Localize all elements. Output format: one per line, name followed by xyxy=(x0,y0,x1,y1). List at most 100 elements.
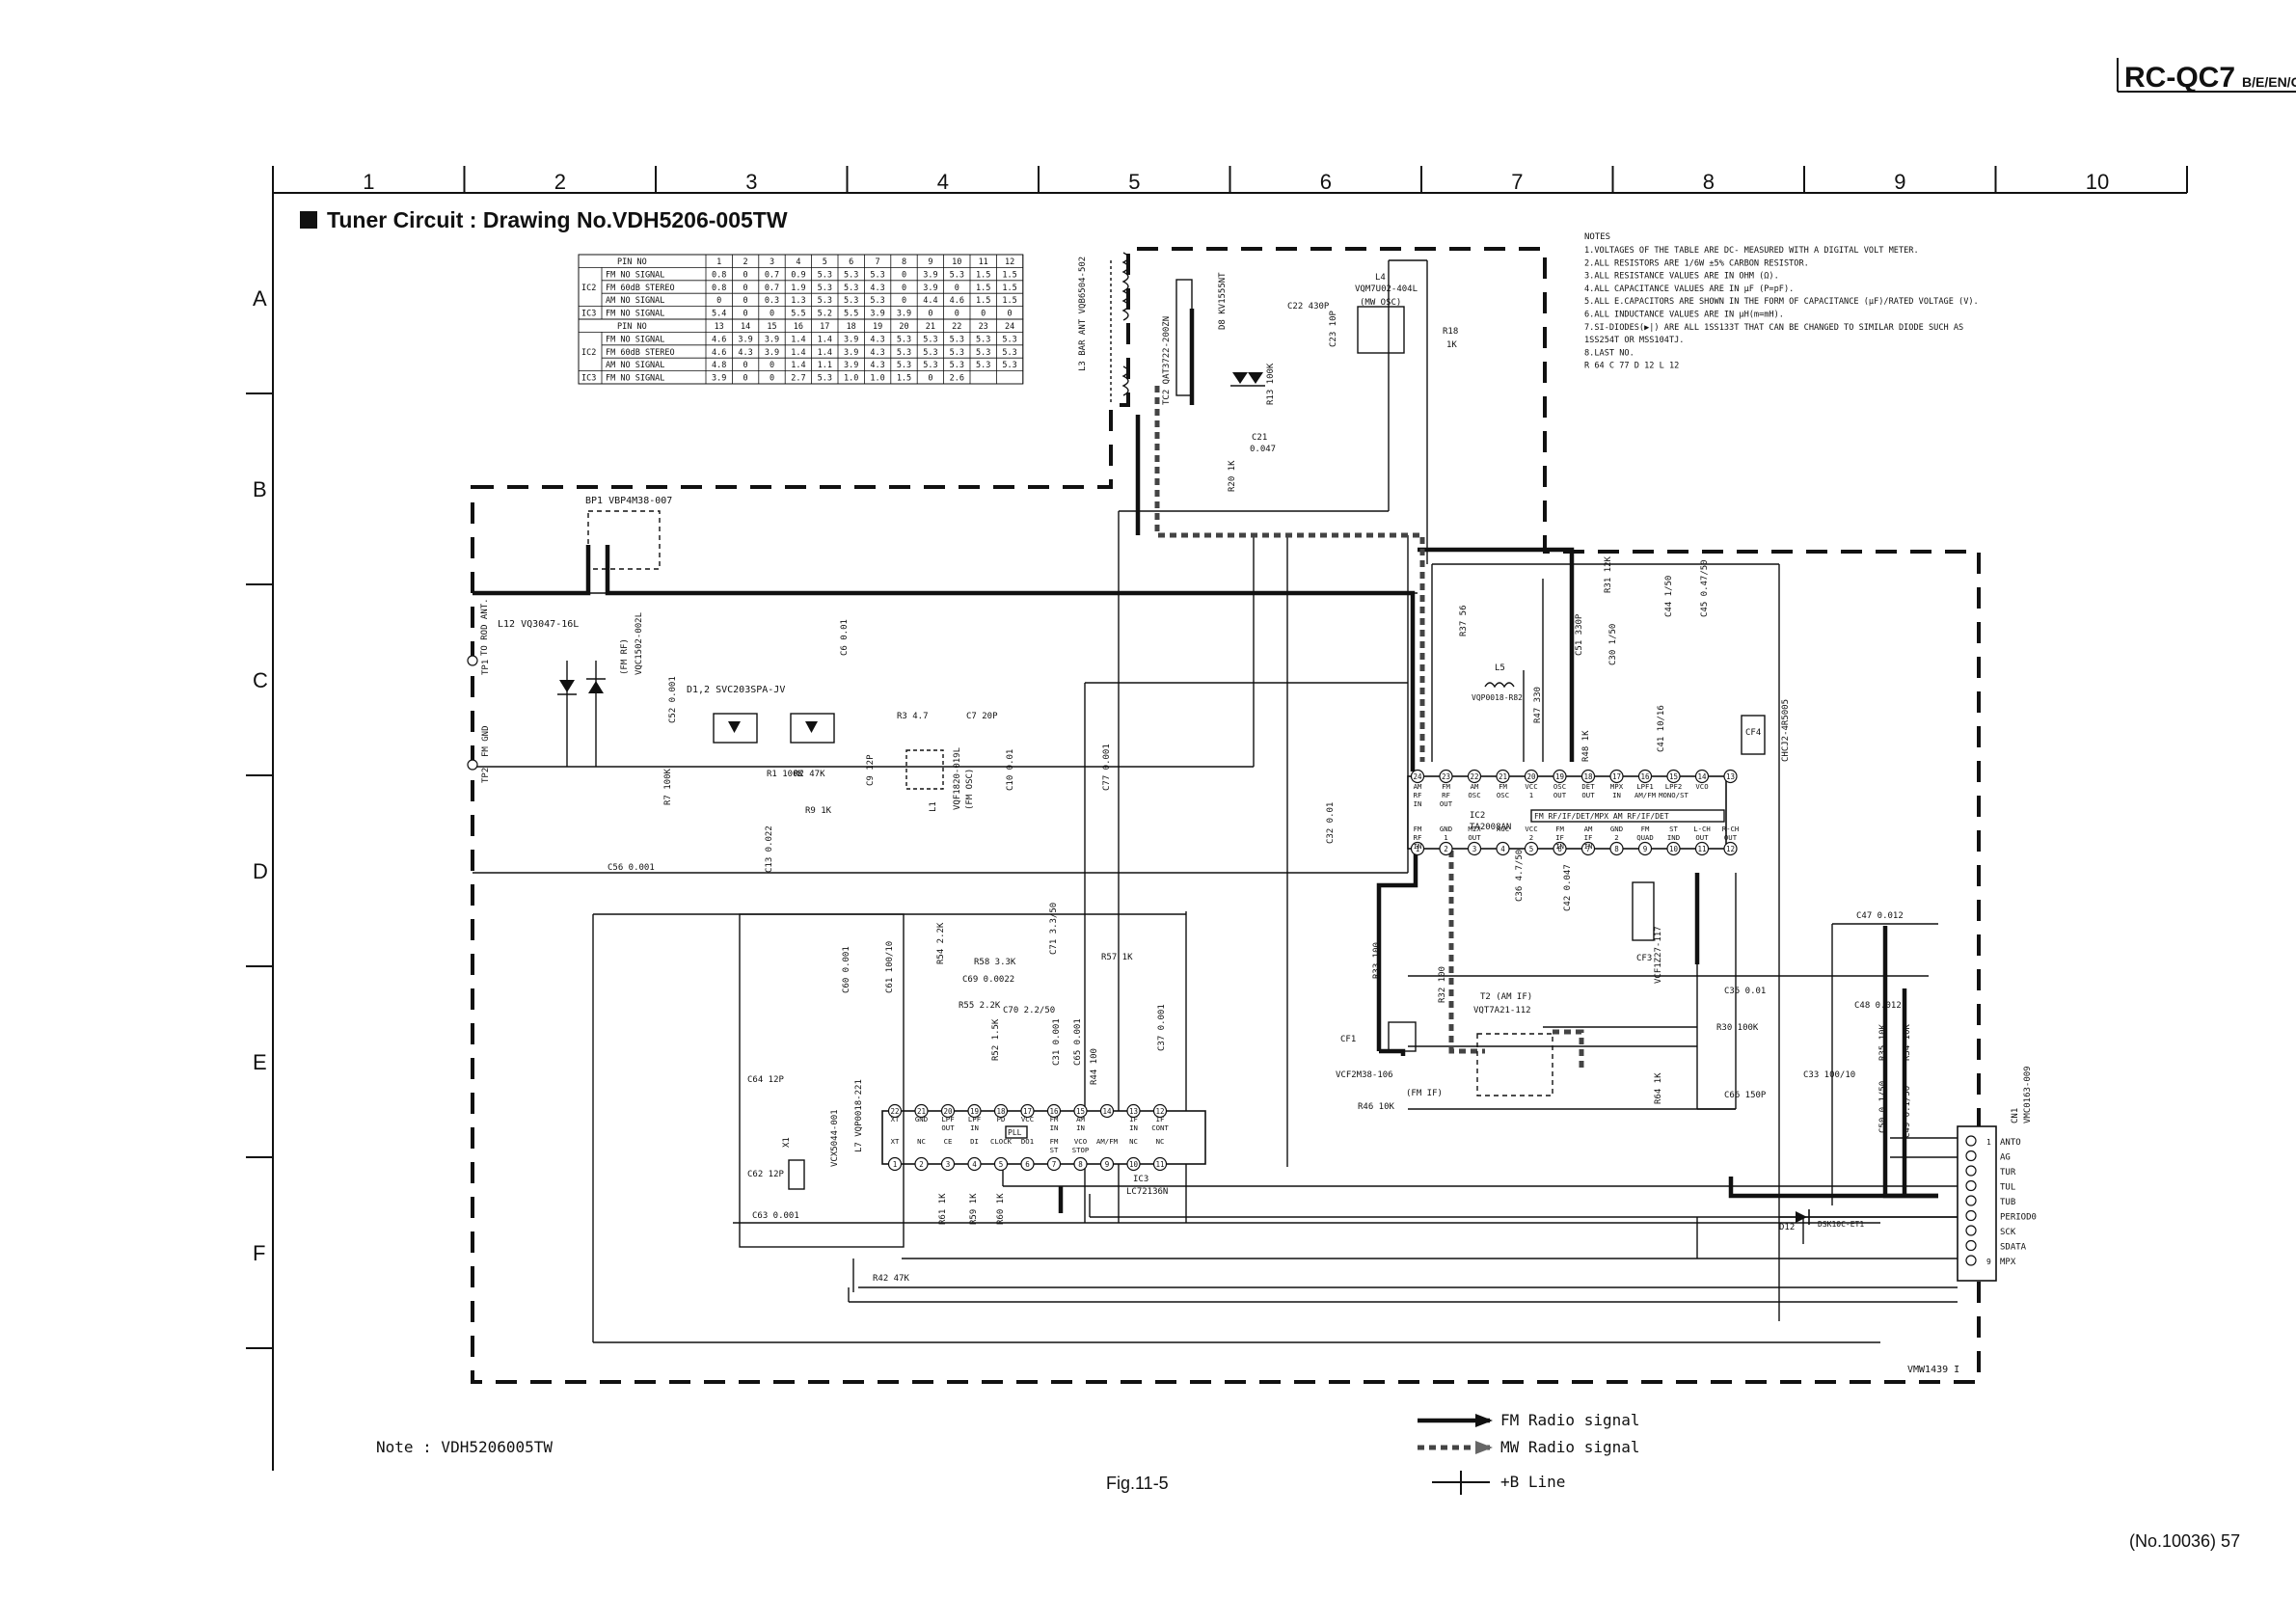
table-cell: 3.9 xyxy=(844,335,858,344)
ic-pin-label: IN xyxy=(1414,842,1422,851)
table-pin-number: 5 xyxy=(823,257,827,267)
table-cell: 0 xyxy=(770,374,774,384)
note-line: 7.SI-DIODES(▶|) ARE ALL 1SS133T THAT CAN… xyxy=(1584,323,1963,333)
ic-pin-label: DI xyxy=(970,1137,979,1146)
ic-pin-label: XT xyxy=(891,1115,900,1123)
table-cell: 3.9 xyxy=(870,310,884,319)
ic-pin-label: STOP xyxy=(1072,1146,1090,1154)
r9-label: R9 1K xyxy=(805,806,832,816)
table-cell: 4.6 xyxy=(712,348,726,358)
ic-pin-label: L-CH xyxy=(1693,825,1711,833)
table-cell: 5.3 xyxy=(976,361,990,370)
ic-pin-number: 19 xyxy=(1555,772,1564,781)
component-value: C9 12P xyxy=(866,754,876,786)
svg-text:L5: L5 xyxy=(1495,663,1505,673)
table-pin-number: 4 xyxy=(796,257,800,267)
component-value: R37 56 xyxy=(1459,605,1469,636)
ic-pin-number: 22 xyxy=(1470,772,1478,781)
table-cell: 4.3 xyxy=(870,335,884,344)
cf4-filter: CHCJ2-4R5005 CF4 xyxy=(1741,699,1791,762)
table-cell: 3.9 xyxy=(897,310,911,319)
table-pin-number: 15 xyxy=(767,322,776,332)
l1-fm-osc: VQF1820-019L (FM OSC) L1 xyxy=(905,747,975,812)
table-cell: 0 xyxy=(955,284,959,293)
varicap-d1-d2 xyxy=(713,713,835,744)
table-ic-label: IC3 xyxy=(581,310,596,319)
ic-pin xyxy=(1666,769,1681,784)
component-value: C69 0.0022 xyxy=(962,975,1014,985)
table-pin-number: 14 xyxy=(741,322,750,332)
d5-d6-diodes xyxy=(557,661,606,767)
ic-pin-label: DO1 xyxy=(1021,1137,1034,1146)
svg-text:VCF2M38-106: VCF2M38-106 xyxy=(1336,1070,1393,1080)
table-cell: 0 xyxy=(955,310,959,319)
component-value: C41 10/16 xyxy=(1657,705,1666,752)
l7-label: L7 VQP0018-221 xyxy=(854,1079,864,1152)
l4-mw-osc: VQM7U02-404L (MW OSC) L4 xyxy=(1355,273,1418,354)
cf3-filter: VCF1Z27-117 CF3 xyxy=(1632,881,1663,984)
svg-text:T2 (AM IF): T2 (AM IF) xyxy=(1480,992,1532,1002)
connector-signal: TUB xyxy=(2000,1198,2015,1207)
table-cell: 5.3 xyxy=(950,348,964,358)
ic-pin-label: VCC xyxy=(1021,1115,1034,1123)
ic-pin xyxy=(1046,1103,1062,1119)
ic3-pll: PLL xyxy=(1008,1128,1022,1137)
component-value: C45 0.47/50 xyxy=(1700,559,1710,617)
c62-label: C62 12P xyxy=(747,1170,785,1179)
svg-text:TP1: TP1 xyxy=(481,660,491,675)
component-value: C32 0.01 xyxy=(1326,802,1336,844)
component-value: C50 0.1/50 xyxy=(1878,1081,1888,1133)
note-line: 4.ALL CAPACITANCE VALUES ARE IN μF (P=pF… xyxy=(1584,284,1794,294)
table-pin-header: PIN NO xyxy=(617,322,647,332)
l3-label: L3 BAR ANT VQB6504-502 xyxy=(1078,257,1088,371)
row-label: B xyxy=(253,477,267,501)
note-line: 1.VOLTAGES OF THE TABLE ARE DC- MEASURED… xyxy=(1584,246,1919,256)
table-pin-number: 20 xyxy=(899,322,908,332)
ic-pin-label: 1 xyxy=(1444,833,1447,842)
table-cell: 3.9 xyxy=(738,335,752,344)
component-value: R48 1K xyxy=(1581,730,1591,762)
connector-pin xyxy=(1965,1165,1977,1177)
table-cell: 5.3 xyxy=(1002,335,1016,344)
ic-pin-number: 12 xyxy=(1726,845,1735,853)
component-value: C60 0.001 xyxy=(842,946,851,993)
svg-text:D12: D12 xyxy=(1779,1223,1795,1232)
ic-pin-label: FM xyxy=(1555,825,1564,833)
ic-pin xyxy=(1553,841,1567,856)
row-label: D xyxy=(253,859,268,883)
component-value: C52 0.001 xyxy=(668,676,678,723)
column-label: 6 xyxy=(1320,170,1332,194)
component-value: C47 0.012 xyxy=(1856,911,1904,921)
component-value: R55 2.2K xyxy=(959,1001,1001,1011)
ic-pin xyxy=(1496,769,1510,784)
d8-varicap: D8 KV1555NT xyxy=(1218,272,1265,387)
ic-pin-label: OSC xyxy=(1553,782,1566,791)
tp2-connector: FM GND TP2 xyxy=(467,725,491,783)
ic-pin-number: 20 xyxy=(1526,772,1536,781)
ic-pin-number: 19 xyxy=(970,1107,979,1116)
ic-pin xyxy=(1694,769,1710,784)
ic-pin-label: MIX xyxy=(1468,825,1481,833)
connector-signal: AG xyxy=(2000,1153,2011,1163)
table-pin-number: 9 xyxy=(928,257,932,267)
mw-signal-path xyxy=(1154,386,1584,1070)
wiring xyxy=(473,259,1958,1343)
note-line: 3.ALL RESISTANCE VALUES ARE IN OHM (Ω). xyxy=(1584,272,1779,282)
cn1-name: CN1 xyxy=(2011,1108,2020,1123)
page-number: (No.10036) 57 xyxy=(2129,1531,2240,1551)
connector-signal: SDATA xyxy=(2000,1243,2027,1253)
svg-text:FM GND: FM GND xyxy=(481,725,491,757)
connector-pin xyxy=(1965,1195,1977,1206)
svg-text:D8 KV1555NT: D8 KV1555NT xyxy=(1218,272,1228,330)
table-cell: 5.3 xyxy=(870,270,884,280)
footer-note: Note : VDH5206005TW xyxy=(376,1438,553,1456)
svg-text:1K: 1K xyxy=(1446,340,1457,350)
table-cell: 5.3 xyxy=(818,374,832,384)
table-cell: 0 xyxy=(770,310,774,319)
c56-label: C56 0.001 xyxy=(608,863,655,873)
svg-text:L4: L4 xyxy=(1375,273,1386,283)
connector-pin xyxy=(1965,1255,1977,1266)
component-value: C77 0.001 xyxy=(1102,744,1112,791)
table-cell: 4.6 xyxy=(712,335,726,344)
